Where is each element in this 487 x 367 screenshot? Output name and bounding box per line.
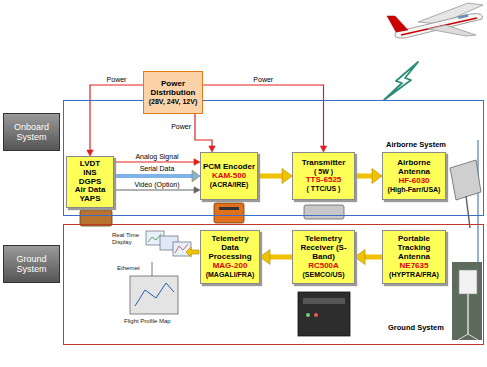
antenna-photo <box>450 160 481 200</box>
node-text: HF-6030 <box>398 177 429 186</box>
node-text: TTS-6525 <box>306 176 342 185</box>
connector-label: Power <box>106 76 128 84</box>
connector-line <box>258 174 285 179</box>
node-text: RC500A <box>308 262 339 271</box>
map-photo <box>130 276 178 314</box>
connector-line <box>195 114 212 148</box>
node-text: Power Distribution <box>146 80 200 98</box>
antenna-mast <box>467 294 469 334</box>
airplane-tail <box>387 16 408 32</box>
transmitter-photo <box>304 205 344 219</box>
picture-label: Ethernet <box>117 265 140 272</box>
airplane-illustration <box>387 3 483 38</box>
node-text: (SEMCO/US) <box>303 271 345 279</box>
connector-line <box>267 255 292 260</box>
screen-trace <box>148 234 161 242</box>
antenna-leg <box>468 334 478 340</box>
receiver-light <box>306 313 310 317</box>
arrowhead <box>282 169 292 184</box>
ethernet-line <box>152 262 153 276</box>
antenna-leg <box>458 334 468 340</box>
node-text: (ACRA/IRE) <box>210 181 249 189</box>
connector-label: Serial Data <box>139 165 176 173</box>
node-text: Telemetry Data Processing <box>203 235 257 262</box>
airplane-wing <box>428 25 476 36</box>
system-band: Airborne SystemLVDT INS DGPS Air Data YA… <box>63 100 484 216</box>
connector <box>203 85 327 152</box>
picture-label: Flight Profile Map <box>124 318 171 325</box>
antenna-panel <box>459 270 477 294</box>
node-text: Ground System <box>6 254 57 275</box>
flight-path <box>135 283 174 306</box>
connector-label: Power <box>252 76 274 84</box>
band-heading: Ground System <box>388 324 444 332</box>
node-text: MAG-200 <box>213 262 248 271</box>
node-text: KAM-500 <box>212 172 246 181</box>
photo-ground <box>452 262 482 340</box>
connector <box>258 169 292 184</box>
display-photo <box>146 231 191 256</box>
node-text: ( 5W ) <box>314 168 333 176</box>
arrowhead <box>192 170 200 182</box>
band-heading: Airborne System <box>386 141 446 149</box>
connector-label: Analog Signal <box>134 153 179 161</box>
node-text: (HYPTRA/FRA) <box>389 271 439 279</box>
sensor-box: LVDT INS DGPS Air Data YAPS <box>66 156 114 208</box>
node-text: Portable Tracking Antenna <box>385 235 443 262</box>
connector-label: Power <box>170 123 192 131</box>
connector-line <box>90 85 143 152</box>
node-text: Onboard System <box>6 122 57 143</box>
receiver-light <box>314 313 318 317</box>
connector-line <box>114 161 196 162</box>
airplane-window <box>458 14 468 19</box>
node-text: (28V, 24V, 12V) <box>149 98 198 106</box>
connector <box>260 250 292 265</box>
receiver-photo <box>303 298 345 304</box>
tracking-antenna-photo <box>452 262 482 340</box>
section-tab: Ground System <box>3 245 60 283</box>
connector-line <box>203 85 324 148</box>
airplane-fuselage <box>395 14 483 39</box>
connector <box>355 250 382 265</box>
node-text: PCM Encoder <box>203 163 255 172</box>
arrowhead <box>372 169 382 184</box>
arrowhead <box>260 250 270 265</box>
node-text: Transmitter <box>302 159 346 168</box>
section-tab: Onboard System <box>3 113 60 151</box>
node-text: (MAGALI/FRA) <box>206 271 255 279</box>
connector <box>355 169 382 184</box>
node-text: ( TTC/US ) <box>307 185 341 193</box>
process-box: Portable Tracking AntennaNE7635(HYPTRA/F… <box>382 230 446 284</box>
connector <box>195 114 215 152</box>
radio-link-bolt <box>384 62 418 100</box>
connector-line <box>114 189 196 190</box>
process-box: Transmitter( 5W )TTS-6525( TTC/US ) <box>292 152 355 200</box>
arrowhead <box>355 250 365 265</box>
process-box: Airborne AntennaHF-6030(High-Farr/USA) <box>382 152 446 200</box>
display-arrow <box>186 247 199 257</box>
airplane-stripe <box>401 18 477 35</box>
node-text: LVDT INS DGPS Air Data YAPS <box>73 160 108 205</box>
receiver-photo <box>298 292 350 336</box>
node-text: (High-Farr/USA) <box>388 186 441 194</box>
process-box: PCM EncoderKAM-500(ACRA/IRE) <box>200 152 258 200</box>
connector-line <box>114 174 194 178</box>
node-text: NE7635 <box>400 262 429 271</box>
node-text: Airborne Antenna <box>385 159 443 177</box>
picture-label: Real Time Display <box>112 232 140 245</box>
power-box: Power Distribution(28V, 24V, 12V) <box>143 71 203 114</box>
node-text: Telemetry Receiver (S-Band) <box>295 235 352 262</box>
encoder-photo <box>219 207 239 210</box>
radio-link-line <box>477 140 478 262</box>
connector <box>87 85 143 156</box>
encoder-photo <box>214 203 244 223</box>
process-box: Telemetry Data ProcessingMAG-200(MAGALI/… <box>200 230 260 284</box>
process-box: Telemetry Receiver (S-Band)RC500A(SEMCO/… <box>292 230 355 284</box>
connector-label: Video (Option) <box>133 181 180 189</box>
